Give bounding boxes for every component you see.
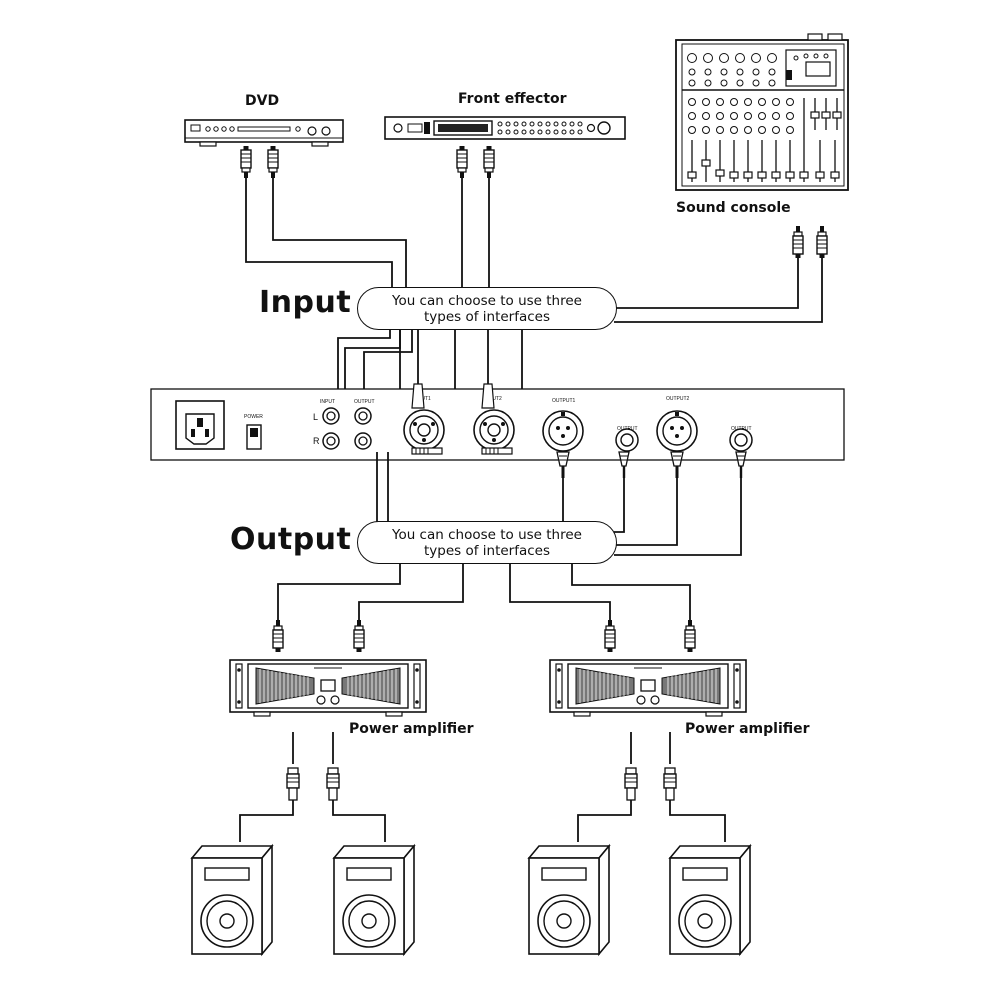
panel-power-label: POWER [244,414,263,420]
speaker-4-icon [669,845,751,955]
input-interface-note: You can choose to use three types of int… [357,287,617,330]
output-note-line2: types of interfaces [423,543,551,559]
input-note-line1: You can choose to use three [392,293,582,309]
speaker-1-icon [191,845,273,955]
output-jack-a-plug [618,451,630,479]
input-plugs [411,383,513,455]
panel-r-label: R [313,436,320,446]
power-amplifier-left-label: Power amplifier [349,721,474,737]
dvd-player-icon [184,119,344,147]
output1-xlr-plug [556,451,570,479]
panel-output2-label: OUTPUT2 [666,396,690,402]
rca-output-r-socket [354,432,372,450]
speaker-3-icon [528,845,610,955]
sound-console-icon [675,33,849,191]
input1-combo-socket [403,409,445,451]
output-cables [239,452,742,842]
rca-input-l-socket [322,407,340,425]
effector-rca-plug-right [483,145,495,179]
effector-rca-plug-left [456,145,468,179]
dvd-rca-plug-left [240,145,252,179]
output-interface-note: You can choose to use three types of int… [357,521,617,564]
input-heading: Input [259,285,352,320]
output1-xlr-socket [542,410,584,452]
dvd-label: DVD [245,93,280,109]
amp-right-rca-plug-r [684,619,696,653]
amp-left-rca-plug-l [272,619,284,653]
speaker-plug-4 [663,767,677,801]
panel-l-label: L [313,412,318,422]
rca-input-r-socket [322,432,340,450]
front-effector-icon [384,116,626,140]
output2-xlr-socket [656,410,698,452]
output-jack-b-plug [735,451,747,479]
amp-left-rca-plug-r [353,619,365,653]
speaker-plug-3 [624,767,638,801]
amp-right-rca-plug-l [604,619,616,653]
console-rca-plug-right [816,225,828,259]
input2-combo-socket [473,409,515,451]
power-amplifier-left-icon [229,659,427,717]
console-rca-plug-left [792,225,804,259]
sound-console-label: Sound console [676,200,791,216]
speaker-2-icon [333,845,415,955]
panel-output-label: OUTPUT [354,399,375,405]
output2-xlr-plug [670,451,684,479]
output-note-line1: You can choose to use three [392,527,582,543]
speaker-plug-1 [286,767,300,801]
rca-output-l-socket [354,407,372,425]
input-note-line2: types of interfaces [423,309,551,325]
speaker-plug-2 [326,767,340,801]
output-jack-a-socket [615,428,639,452]
panel-input-label: INPUT [320,399,335,405]
output-heading: Output [230,522,352,557]
power-amplifier-right-icon [549,659,747,717]
output-jack-b-socket [729,428,753,452]
panel-output1-label: OUTPUT1 [552,398,576,404]
dvd-rca-plug-right [267,145,279,179]
power-amplifier-right-label: Power amplifier [685,721,810,737]
front-effector-label: Front effector [458,91,567,107]
